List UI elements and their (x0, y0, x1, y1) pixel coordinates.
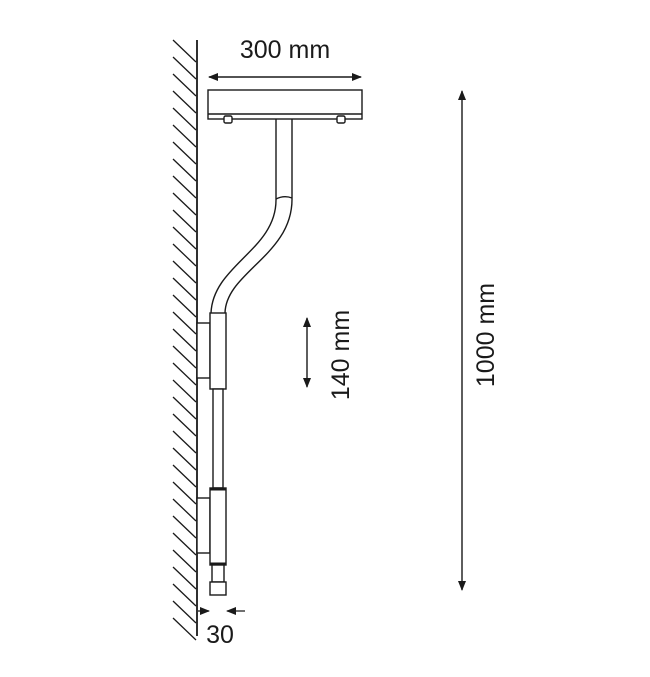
hatch-line (172, 464, 197, 488)
hatch-line (172, 396, 197, 420)
dimension-offset: 30 (198, 607, 245, 649)
hatch-line (172, 583, 197, 607)
height-label: 1000 mm (472, 283, 500, 387)
dimension-height: 1000 mm (458, 90, 500, 591)
hatch-line (172, 73, 197, 97)
dimension-segment: 140 mm (303, 310, 355, 400)
hatch-line (172, 447, 197, 471)
hatch-line (172, 362, 197, 386)
hatch-line (172, 413, 197, 437)
lamp-body (196, 312, 227, 596)
hatch-line (172, 498, 197, 522)
hatch-line (172, 311, 197, 335)
hatch-line (172, 107, 197, 131)
hatch-line (172, 141, 197, 165)
hatch-line (172, 56, 197, 80)
hatch-line (172, 379, 197, 403)
hatch-line (172, 226, 197, 250)
hatch-line (172, 158, 197, 182)
hatch-line (172, 345, 197, 369)
hatch-line (172, 243, 197, 267)
hatch-line (172, 192, 197, 216)
segment-label: 140 mm (327, 310, 355, 400)
hatch-line (172, 600, 197, 624)
width-label: 300 mm (240, 36, 330, 64)
lamp-arm (210, 119, 293, 314)
hatch-line (172, 39, 197, 63)
hatch-line (172, 430, 197, 454)
hatch-line (172, 566, 197, 590)
hatch-line (172, 277, 197, 301)
hatch-line (172, 209, 197, 233)
hatch-line (172, 175, 197, 199)
hatch-line (172, 90, 197, 114)
hatch-line (172, 549, 197, 573)
hatch-line (172, 260, 197, 284)
hatch-line (172, 515, 197, 539)
hatch-line (172, 328, 197, 352)
hatch-line (172, 294, 197, 318)
hatch-line (172, 617, 197, 641)
hatch-line (172, 532, 197, 556)
wall (172, 39, 198, 641)
offset-label: 30 (206, 621, 234, 649)
hatch-line (172, 481, 197, 505)
mounting-plate (207, 89, 363, 124)
hatch-line (172, 124, 197, 148)
dimension-width: 300 mm (208, 36, 362, 81)
